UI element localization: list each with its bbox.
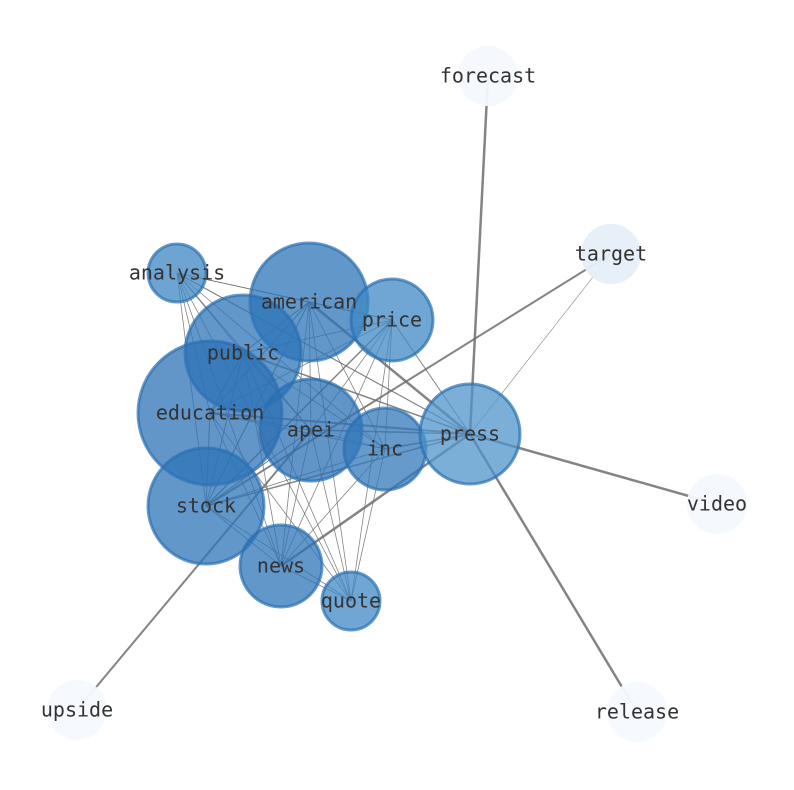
node-release[interactable] <box>607 682 667 742</box>
node-label-release: release <box>595 700 679 724</box>
node-stock[interactable] <box>146 446 266 566</box>
node-label-apei: apei <box>287 418 335 442</box>
node-label-stock: stock <box>176 494 236 518</box>
node-label-quote: quote <box>321 589 381 613</box>
node-quote[interactable] <box>320 570 382 632</box>
node-video[interactable] <box>687 474 747 534</box>
node-forecast[interactable] <box>458 46 518 106</box>
node-news[interactable] <box>238 523 324 609</box>
node-price[interactable] <box>349 277 435 363</box>
node-label-education: education <box>156 401 264 425</box>
node-label-upside: upside <box>41 698 113 722</box>
edge-upside-apei <box>76 429 312 711</box>
node-label-news: news <box>257 554 305 578</box>
node-label-price: price <box>362 308 422 332</box>
node-label-forecast: forecast <box>440 64 536 88</box>
node-label-target: target <box>575 242 647 266</box>
node-label-american: american <box>261 290 357 314</box>
edge-forecast-press <box>468 75 490 435</box>
edge-press-release <box>468 433 639 713</box>
node-label-press: press <box>440 422 500 446</box>
node-upside[interactable] <box>47 680 107 740</box>
node-label-video: video <box>687 492 747 516</box>
node-press[interactable] <box>418 382 522 486</box>
node-analysis[interactable] <box>146 242 208 304</box>
node-target[interactable] <box>581 224 641 284</box>
node-label-public: public <box>207 341 279 365</box>
node-label-analysis: analysis <box>129 261 225 285</box>
node-label-inc: inc <box>367 437 403 461</box>
node-layer <box>47 46 747 742</box>
